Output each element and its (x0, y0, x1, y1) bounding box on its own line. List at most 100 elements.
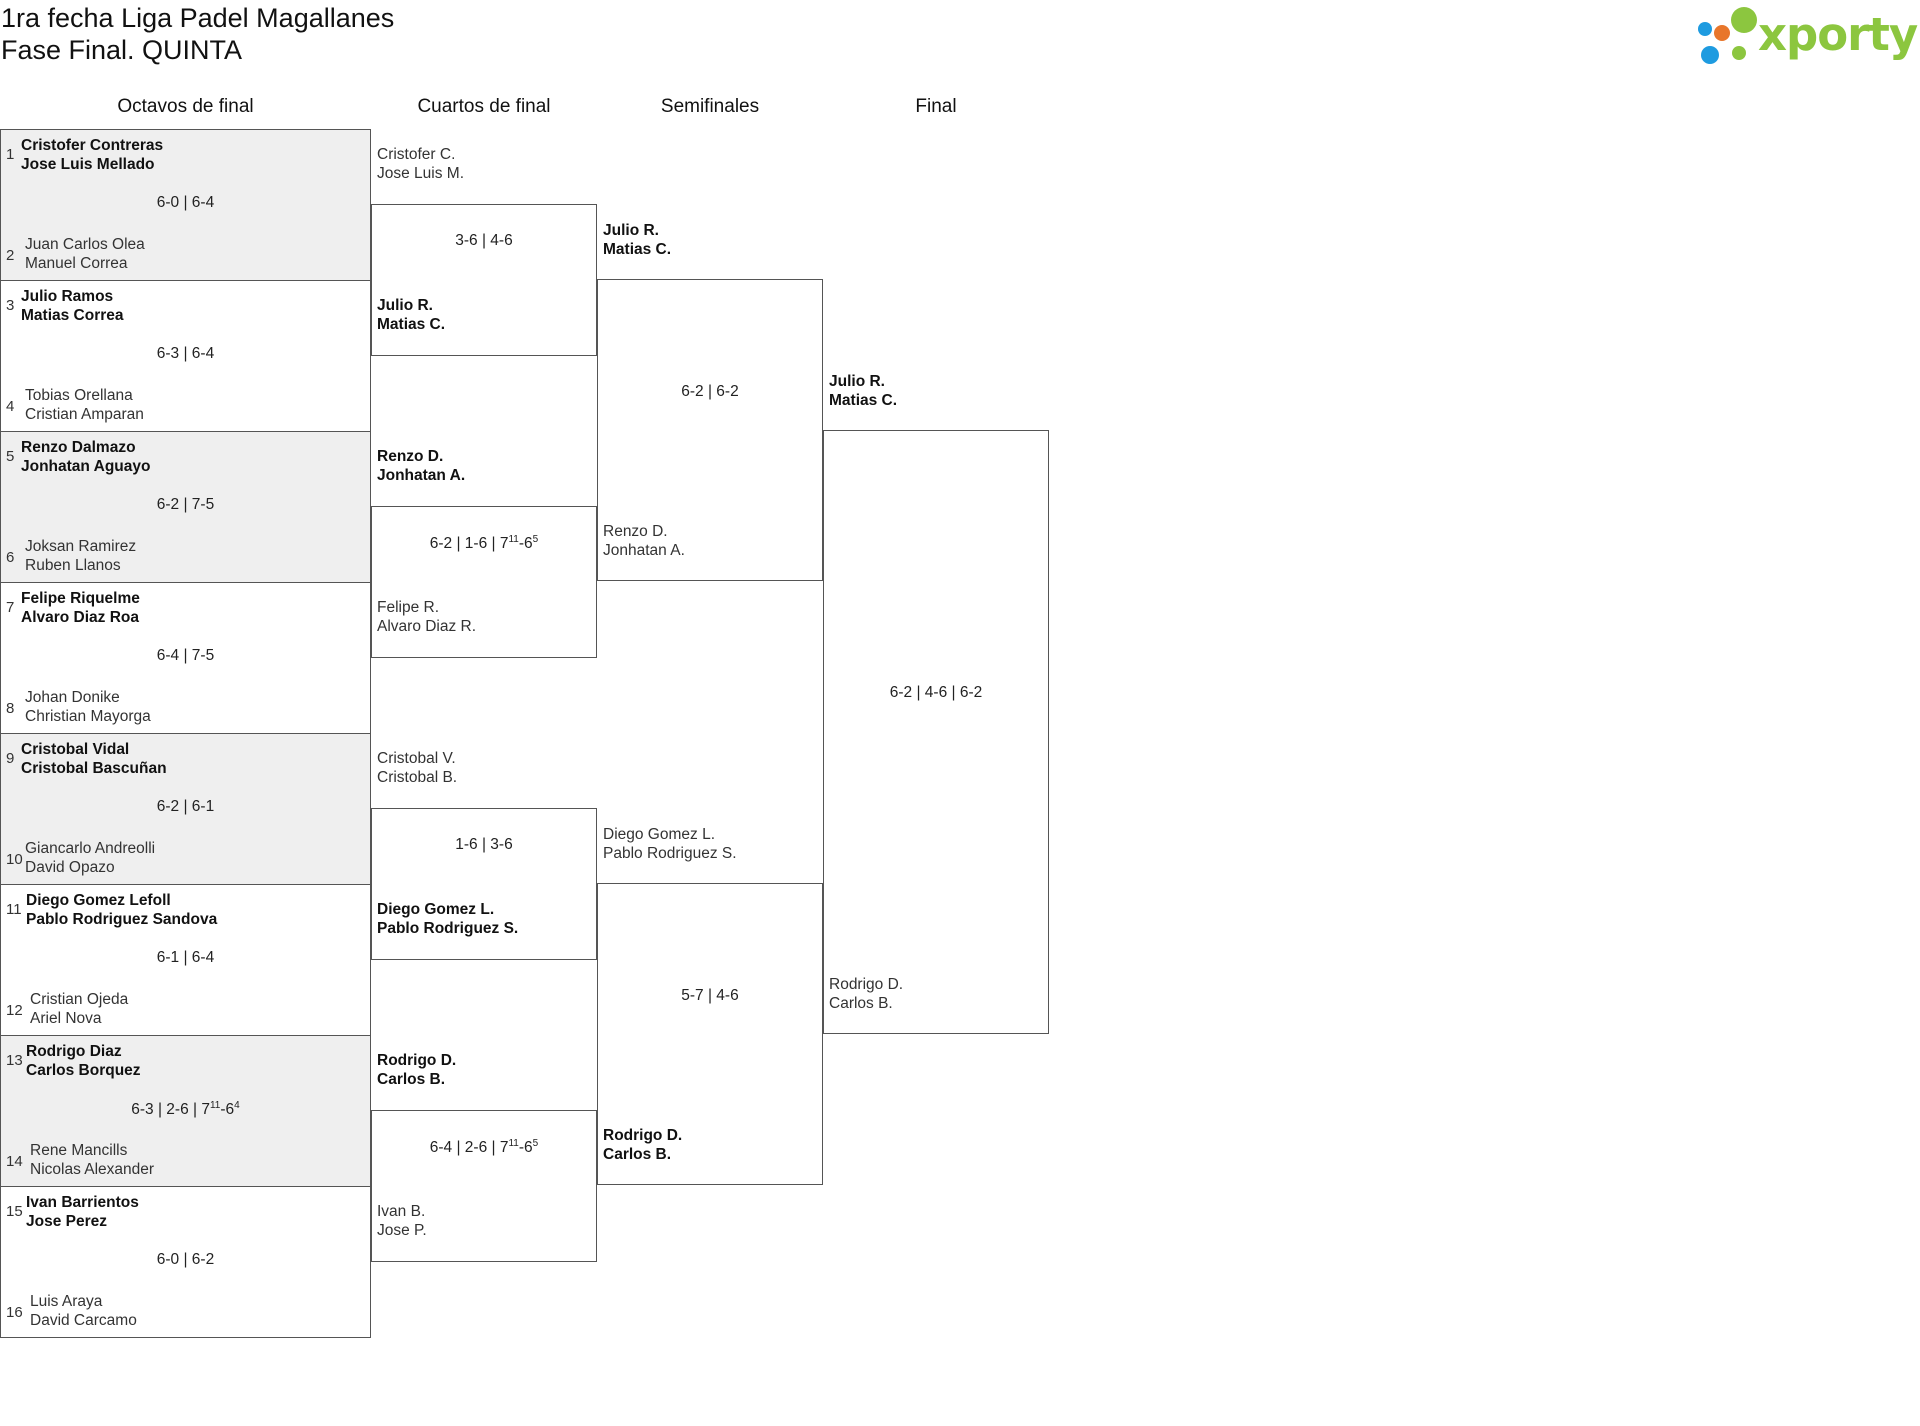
team-bottom[interactable]: Rodrigo D. Carlos B. (603, 1126, 682, 1164)
player-name: Matias Correa (21, 307, 124, 324)
seed-number: 14 (6, 1153, 23, 1170)
player-name: Carlos B. (603, 1146, 672, 1163)
player-name: Cristofer C. (377, 146, 456, 163)
player-name: Jose Perez (26, 1213, 107, 1230)
match-score: 6-2 | 7-5 (156, 496, 215, 513)
player-name: Pablo Rodriguez S. (377, 920, 519, 937)
player-name: Cristobal Vidal (21, 741, 130, 758)
player-name: Cristian Amparan (25, 406, 144, 423)
player-name: Matias C. (829, 392, 898, 409)
team-top[interactable]: Julio R. Matias C. (829, 372, 897, 410)
team-top[interactable]: Cristofer C. Jose Luis M. (377, 145, 464, 183)
bracket-connector (823, 430, 1049, 1034)
player-name: Alvaro Diaz Roa (21, 609, 140, 626)
bracket-connector (371, 204, 597, 356)
team-top[interactable]: Diego Gomez L.Pablo Rodriguez S. (603, 825, 737, 863)
round-label-1: Cuartos de final (417, 96, 551, 117)
seed-number: 7 (6, 599, 15, 616)
bracket-connector (597, 883, 823, 1185)
player-name: Pablo Rodriguez Sandova (26, 911, 218, 928)
xporty-logo[interactable]: xporty (1695, 4, 1920, 70)
match-score: 6-3 | 6-4 (156, 345, 215, 362)
match-score: 6-2 | 6-2 (681, 383, 739, 400)
match-score: 1-6 | 3-6 (455, 836, 513, 853)
team-top[interactable]: Julio R. Matias C. (603, 221, 671, 259)
team-bottom[interactable]: Felipe R.Alvaro Diaz R. (377, 598, 476, 636)
team-bottom[interactable]: Rodrigo D.Carlos B. (829, 975, 903, 1013)
player-name: Renzo D. (603, 523, 668, 540)
match-score: 6-2 | 4-6 | 6-2 (889, 684, 983, 701)
player-name: Rodrigo D. (603, 1127, 683, 1144)
match-score: 6-2 | 1-6 | 711-65 (429, 534, 539, 553)
player-name: Julio R. (829, 373, 885, 390)
player-name: Juan Carlos Olea (25, 236, 145, 253)
player-name: Jose Luis M. (377, 165, 465, 182)
player-name: Cristobal B. (377, 769, 458, 786)
team-bottom[interactable]: Ivan B.Jose P. (377, 1202, 427, 1240)
match-score: 6-2 | 6-1 (156, 798, 215, 815)
player-name: Cristian Ojeda (30, 991, 129, 1008)
player-name: Ariel Nova (30, 1010, 102, 1027)
player-name: Julio R. (603, 222, 659, 239)
team-top[interactable]: Rodrigo D.Carlos B. (377, 1051, 456, 1089)
match-score: 6-4 | 2-6 | 711-65 (429, 1138, 539, 1157)
logo-dots-icon (1698, 7, 1757, 64)
player-name: Cristofer Contreras (21, 137, 164, 154)
seed-number: 13 (6, 1052, 23, 1069)
player-name: Ivan B. (377, 1203, 426, 1220)
player-name: Diego Gomez Lefoll (26, 892, 171, 909)
player-name: Rodrigo Diaz (26, 1043, 122, 1060)
seed-number: 4 (6, 398, 15, 415)
team-bottom[interactable]: Diego Gomez L.Pablo Rodriguez S. (377, 900, 518, 938)
match-score: 6-0 | 6-2 (156, 1251, 215, 1268)
player-name: Alvaro Diaz R. (377, 618, 477, 635)
match-score: 6-3 | 2-6 | 711-64 (131, 1100, 240, 1119)
team-top[interactable]: Renzo D.Jonhatan A. (377, 447, 465, 485)
seed-number: 10 (6, 851, 23, 868)
player-name: Manuel Correa (25, 255, 128, 272)
seed-number: 15 (6, 1203, 23, 1220)
round-label-2: Semifinales (660, 96, 760, 117)
team-top[interactable]: Cristobal V.Cristobal B. (377, 749, 457, 787)
player-name: Matias C. (603, 241, 672, 258)
match-score: 5-7 | 4-6 (681, 987, 739, 1004)
match-score: 6-1 | 6-4 (156, 949, 215, 966)
seed-number: 6 (6, 549, 15, 566)
seed-number: 5 (6, 448, 15, 465)
player-name: Carlos B. (829, 995, 893, 1012)
team-bottom[interactable]: Renzo D.Jonhatan A. (603, 522, 685, 560)
player-name: Giancarlo Andreolli (25, 840, 156, 857)
bracket-connector (371, 506, 597, 658)
match-score: 6-4 | 7-5 (156, 647, 215, 664)
match-score: 3-6 | 4-6 (455, 232, 513, 249)
player-name: Christian Mayorga (25, 708, 151, 725)
seed-number: 8 (6, 700, 15, 717)
team-bottom[interactable]: Julio R.Matias C. (377, 296, 445, 334)
seed-number: 12 (6, 1002, 23, 1019)
player-name: Diego Gomez L. (603, 826, 715, 843)
